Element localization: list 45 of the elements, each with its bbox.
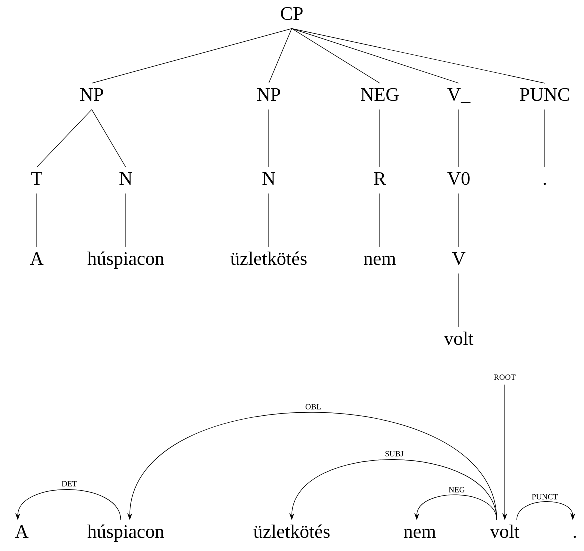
word-leaf: volt — [444, 332, 474, 346]
root-label: ROOT — [494, 374, 516, 380]
tree-branch — [36, 194, 38, 248]
word-leaf: húspiacon — [88, 252, 164, 270]
tree-label: NEG — [361, 88, 399, 102]
word-leaf: A — [30, 252, 44, 265]
tree-branch — [292, 28, 460, 84]
tree-label: CP — [281, 7, 303, 20]
tree-branch — [268, 28, 292, 84]
word-token: . — [574, 536, 576, 538]
tree-branch — [292, 28, 546, 84]
word-token: húspiacon — [88, 524, 164, 542]
tree-branch — [268, 110, 270, 168]
tree-label: N — [262, 172, 276, 185]
tree-branch — [458, 110, 460, 168]
tree-branch — [36, 110, 92, 168]
word-leaf: üzletkötés — [230, 252, 307, 266]
word-leaf: nem — [364, 256, 396, 266]
tree-label: V_ — [448, 88, 471, 104]
tree-label: NP — [257, 88, 280, 101]
tree-branch — [458, 274, 460, 328]
tree-label: N — [120, 172, 132, 185]
dependency-arc — [516, 502, 576, 521]
word-token: volt — [490, 524, 520, 538]
tree-branch — [92, 28, 292, 84]
tree-label: PUNC — [520, 88, 570, 102]
tree-branch — [292, 28, 380, 84]
word-token: A — [15, 525, 29, 538]
edge-label: PUNCT — [530, 493, 560, 501]
edge-label: SUBJ — [384, 450, 405, 458]
word-token: nem — [404, 529, 436, 538]
tree-branch — [544, 110, 546, 168]
word-token: üzletkötés — [254, 524, 330, 538]
tree-label: . — [544, 183, 546, 186]
tree-branch — [458, 194, 460, 248]
tree-label: V0 — [448, 172, 470, 186]
tree-label: V — [452, 252, 466, 266]
edge-label: OBL — [304, 403, 322, 411]
edge-label: NEG — [448, 486, 466, 494]
tree-label: R — [374, 172, 386, 185]
edge-label: DET — [60, 480, 78, 488]
tree-label: NP — [80, 88, 104, 101]
tree-branch — [92, 110, 126, 168]
tree-label: T — [32, 172, 42, 185]
tree-branch — [268, 194, 270, 248]
